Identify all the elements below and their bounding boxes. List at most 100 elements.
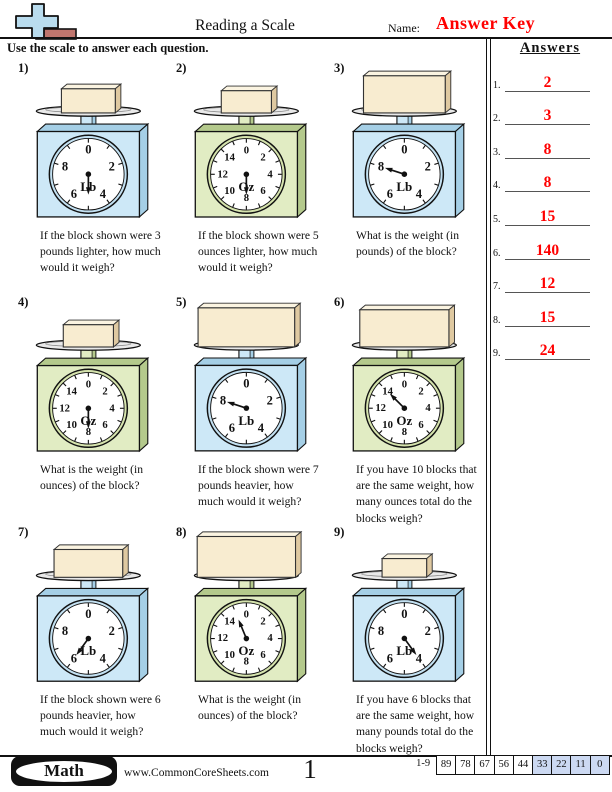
dial-number: 12: [375, 402, 386, 414]
math-subject-badge: Math: [11, 756, 117, 786]
weight-block-top: [62, 319, 121, 326]
dial-pivot: [243, 635, 250, 642]
problem-number: 1): [18, 61, 29, 75]
weight-block-side: [444, 70, 452, 114]
answer-value: 12: [539, 275, 556, 293]
weight-block: [381, 558, 428, 578]
scale-unit-label: Lb: [80, 643, 96, 658]
dial-pivot: [401, 171, 408, 177]
scale-unit-label: Lb: [80, 179, 96, 194]
page-title: Reading a Scale: [195, 17, 295, 34]
problem-number: 3): [334, 61, 345, 75]
dial-pivot: [85, 171, 92, 177]
answers-separator: [486, 39, 491, 755]
weight-block-side: [114, 83, 122, 114]
dial-number: 8: [62, 160, 68, 174]
dial-number: 10: [382, 419, 393, 431]
score-box: 67: [474, 755, 495, 775]
dial-number: 8: [244, 192, 249, 204]
dial-number: 10: [66, 419, 77, 431]
weight-block: [196, 535, 297, 578]
answer-blank-line: 8: [505, 174, 590, 193]
scale-needle-arrow: [410, 647, 417, 655]
answer-row: 7.12: [488, 263, 612, 297]
weight-block: [62, 324, 114, 348]
question-text: If the block shown were 5 ounces lighter…: [198, 229, 319, 275]
footer-divider: [0, 755, 612, 758]
dial-number: 6: [71, 651, 77, 665]
scale-unit-label: Oz: [396, 413, 412, 428]
dial-number: 6: [260, 650, 266, 661]
dial-number: 6: [387, 187, 393, 201]
score-box: 33: [532, 755, 553, 775]
answer-value: 2: [543, 73, 552, 91]
dial-number: 4: [416, 651, 423, 665]
answer-row: 4.8: [488, 162, 612, 196]
answers-heading: Answers: [519, 40, 581, 56]
commoncoresheets-logo-icon: [15, 3, 77, 40]
dial-pivot: [85, 635, 92, 642]
answer-blank-line: 12: [505, 275, 590, 294]
answer-number: 7.: [493, 281, 501, 293]
scale-needle-arrow: [389, 393, 397, 401]
score-box: 22: [551, 755, 572, 775]
dial-number: 4: [267, 168, 273, 180]
dial-number: 0: [86, 379, 91, 391]
dial-number: 8: [378, 624, 384, 638]
dial-number: 8: [220, 394, 226, 408]
dial-number: 12: [217, 633, 228, 644]
dial-number: 8: [244, 657, 249, 668]
dial-pivot: [243, 171, 250, 178]
dial-number: 4: [109, 402, 115, 414]
answer-blank-line: 8: [505, 141, 590, 159]
answer-row: 5.15: [488, 195, 612, 229]
scale-unit-label: Oz: [238, 179, 254, 194]
dial-number: 14: [382, 385, 393, 397]
weight-block-top: [60, 83, 123, 90]
dial-number: 8: [378, 160, 384, 174]
answer-blank-line: 15: [505, 309, 590, 327]
answer-number: 4.: [493, 180, 501, 192]
dial-number: 2: [260, 616, 265, 627]
score-box: 11: [570, 755, 591, 775]
scale-unit-label: Lb: [396, 179, 412, 194]
math-subject-oval: Math: [15, 759, 113, 783]
weight-block: [197, 307, 296, 348]
question-text: If the block shown were 6 pounds heavier…: [40, 693, 161, 739]
question-text: If you have 10 blocks that are the same …: [356, 463, 477, 525]
score-box: 0: [589, 755, 610, 775]
dial-number: 14: [224, 152, 235, 164]
question-text: If the block shown were 3 pounds lighter…: [40, 229, 161, 275]
dial-pivot: [401, 635, 408, 642]
scale-needle-arrow: [76, 647, 83, 656]
dial-number: 2: [109, 160, 115, 174]
answer-row: 1.2: [488, 61, 612, 95]
dial-number: 10: [224, 650, 235, 661]
instruction-text: Use the scale to answer each question.: [7, 41, 209, 55]
problem-number: 2): [176, 61, 187, 75]
dial-pivot: [401, 405, 408, 411]
answer-row: 8.15: [488, 296, 612, 330]
answer-value: 15: [539, 207, 556, 225]
dial-number: 2: [267, 394, 273, 408]
weight-block-side: [448, 304, 455, 348]
weight-block: [60, 88, 116, 114]
weight-block-top: [195, 531, 303, 537]
answer-row: 3.8: [488, 128, 612, 162]
dial-number: 2: [418, 385, 423, 397]
